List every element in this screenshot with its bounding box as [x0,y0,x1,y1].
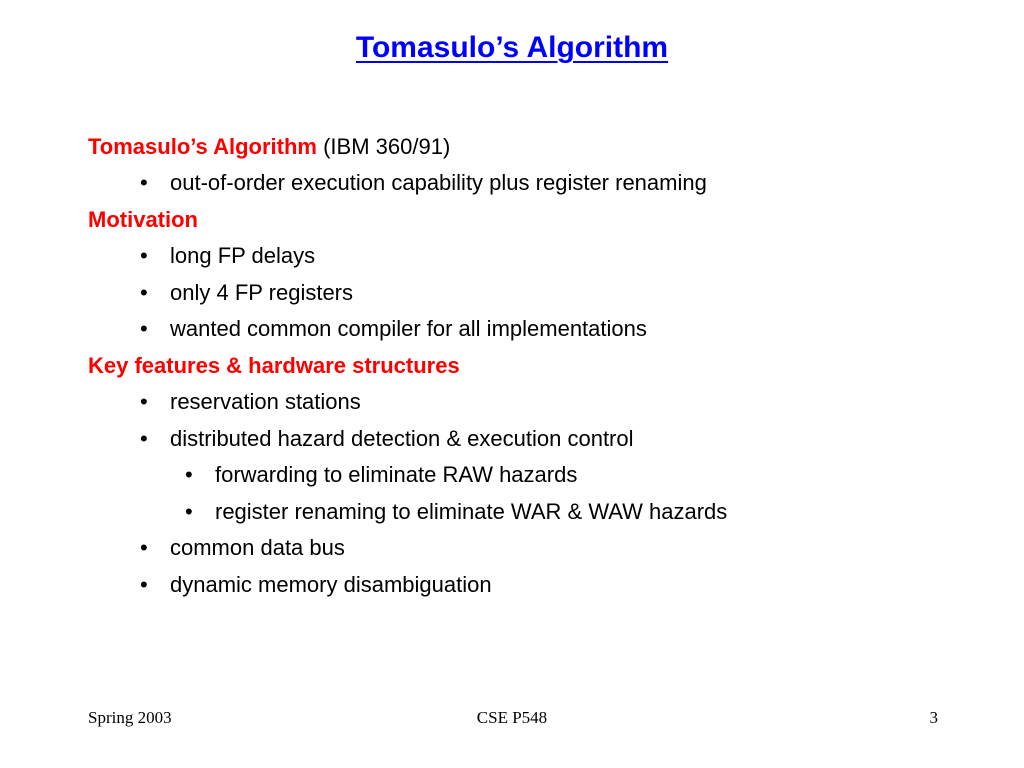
bullet-icon: • [185,499,193,524]
bullet-icon: • [140,535,148,560]
section-heading-text: Key features & hardware structures [88,353,460,378]
sub-list-item: • register renaming to eliminate WAR & WA… [185,499,727,525]
list-item: • dynamic memory disambiguation [140,572,492,598]
bullet-icon: • [185,462,193,487]
bullet-icon: • [140,243,148,268]
list-item-text: out-of-order execution capability plus r… [170,170,707,195]
list-item-text: reservation stations [170,389,361,414]
bullet-icon: • [140,572,148,597]
list-item: • distributed hazard detection & executio… [140,426,634,452]
sub-list-item-text: register renaming to eliminate WAR & WAW… [215,499,728,524]
bullet-icon: • [140,316,148,341]
section-heading-text: Motivation [88,207,198,232]
bullet-icon: • [140,426,148,451]
footer-page-number: 3 [929,708,939,727]
list-item: • out-of-order execution capability plus … [140,170,707,196]
bullet-icon: • [140,280,148,305]
section-heading-text: Tomasulo’s Algorithm [88,134,317,159]
list-item: • only 4 FP registers [140,280,353,306]
footer-course: CSE P548 [476,708,548,727]
list-item: • long FP delays [140,243,315,269]
list-item: • wanted common compiler for all implemen… [140,316,647,342]
list-item-text: common data bus [170,535,345,560]
list-item: • common data bus [140,535,345,561]
slide-title: Tomasulo’s Algorithm [355,31,669,64]
sub-list-item-text: forwarding to eliminate RAW hazards [215,462,578,487]
list-item-text: only 4 FP registers [170,280,354,305]
list-item: • reservation stations [140,389,361,415]
list-item-text: wanted common compiler for all implement… [170,316,647,341]
list-item-text: distributed hazard detection & execution… [170,426,634,451]
footer-term: Spring 2003 [88,708,172,727]
section-heading-tomasulo: Tomasulo’s Algorithm (IBM 360/91) [88,134,450,160]
list-item-text: dynamic memory disambiguation [170,572,492,597]
sub-list-item: • forwarding to eliminate RAW hazards [185,462,577,488]
list-item-text: long FP delays [170,243,316,268]
bullet-icon: • [140,389,148,414]
section-heading-note: (IBM 360/91) [323,134,451,159]
bullet-icon: • [140,170,148,195]
section-heading-motivation: Motivation [88,207,198,233]
section-heading-key-features: Key features & hardware structures [88,353,460,379]
